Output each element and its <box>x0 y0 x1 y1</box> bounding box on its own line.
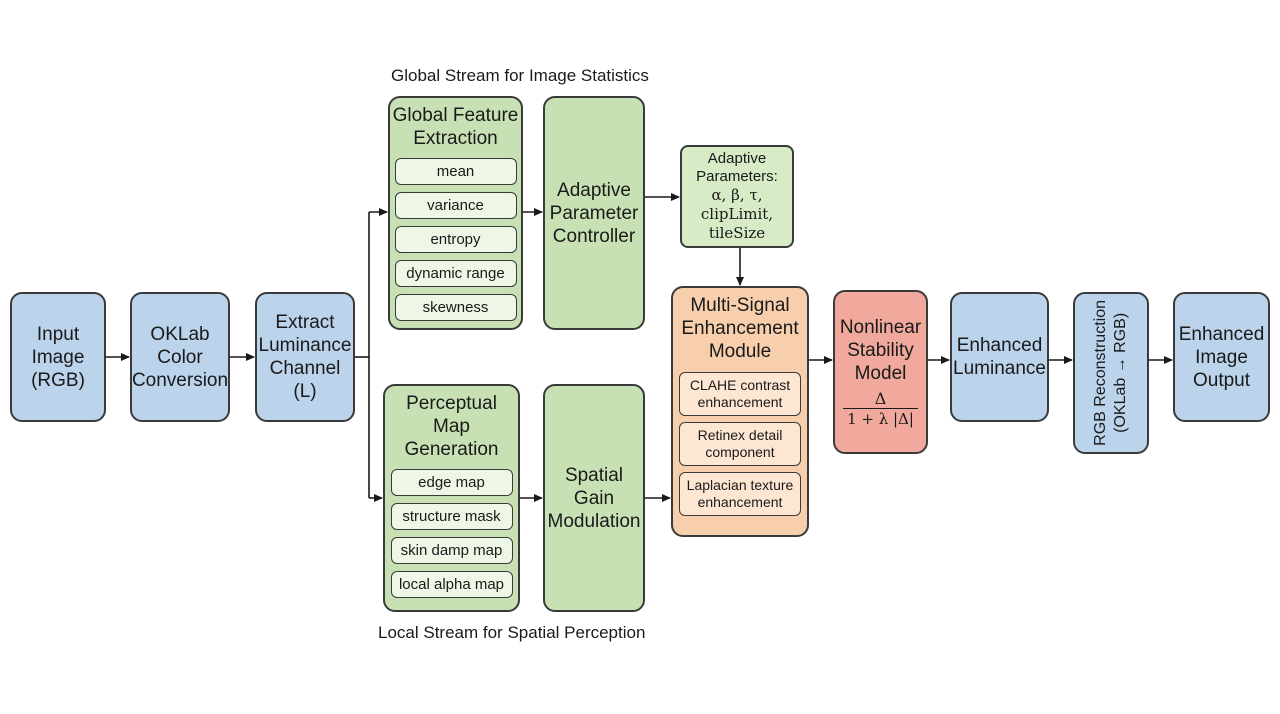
extract-luminance-label: Extract Luminance Channel (L) <box>258 312 352 402</box>
multi-signal-item: CLAHE contrast enhancement <box>679 372 801 416</box>
local-stream-caption: Local Stream for Spatial Perception <box>378 623 646 642</box>
global-feature-item: entropy <box>394 225 517 253</box>
multi-signal-title: Multi-Signal Enhancement Module <box>681 295 799 362</box>
multi-signal-enhancement-node: Multi-Signal Enhancement Module CLAHE co… <box>671 286 809 537</box>
global-feature-item: dynamic range <box>394 259 517 287</box>
perceptual-map-item: skin damp map <box>390 536 513 564</box>
perceptual-map-item: structure mask <box>390 502 513 530</box>
multi-signal-item: Retinex detail component <box>679 422 801 466</box>
adaptive-params-symbols: α, β, τ, <box>711 186 763 204</box>
perceptual-map-title: Perceptual Map Generation <box>404 393 499 460</box>
rgb-reconstruction-node: RGB Reconstruction (OKLab → RGB) <box>1073 292 1149 454</box>
enhanced-luminance-label: Enhanced Luminance <box>953 335 1046 379</box>
adaptive-params-tilesize: tileSize <box>708 224 766 242</box>
oklab-conversion-node: OKLab Color Conversion <box>130 292 230 422</box>
input-image-node: Input Image (RGB) <box>10 292 106 422</box>
adaptive-controller-label: Adaptive Parameter Controller <box>549 179 639 247</box>
output-label: Enhanced Image Output <box>1178 323 1265 391</box>
extract-luminance-node: Extract Luminance Channel (L) <box>255 292 355 422</box>
global-feature-extraction-node: Global Feature Extraction mean variance … <box>388 96 523 330</box>
fraction-denominator: 1 + λ |Δ| <box>843 408 918 428</box>
adaptive-params-label: Adaptive Parameters: <box>696 150 778 185</box>
nonlinear-stability-node: Nonlinear Stability Model Δ 1 + λ |Δ| <box>833 290 928 454</box>
perceptual-map-item: local alpha map <box>390 570 513 598</box>
stability-fraction: Δ 1 + λ |Δ| <box>843 389 918 428</box>
adaptive-params-cliplimit: clipLimit, <box>700 205 774 223</box>
global-feature-item: mean <box>394 157 517 185</box>
adaptive-parameters-node: Adaptive Parameters: α, β, τ, clipLimit,… <box>680 145 794 248</box>
adaptive-parameter-controller-node: Adaptive Parameter Controller <box>543 96 645 330</box>
spatial-gain-label: Spatial Gain Modulation <box>547 464 641 532</box>
nonlinear-title: Nonlinear Stability Model <box>839 317 922 384</box>
enhanced-image-output-node: Enhanced Image Output <box>1173 292 1270 422</box>
global-stream-caption: Global Stream for Image Statistics <box>391 66 649 85</box>
global-feature-item: skewness <box>394 293 517 321</box>
multi-signal-item: Laplacian texture enhancement <box>679 472 801 516</box>
fraction-numerator: Δ <box>874 389 887 408</box>
perceptual-map-generation-node: Perceptual Map Generation edge map struc… <box>383 384 520 612</box>
enhanced-luminance-node: Enhanced Luminance <box>950 292 1049 422</box>
perceptual-map-item: edge map <box>390 468 513 496</box>
oklab-conversion-label: OKLab Color Conversion <box>131 323 229 391</box>
global-feature-item: variance <box>394 191 517 219</box>
spatial-gain-modulation-node: Spatial Gain Modulation <box>543 384 645 612</box>
input-image-label: Input Image (RGB) <box>31 323 85 391</box>
global-feature-title: Global Feature Extraction <box>392 105 519 149</box>
